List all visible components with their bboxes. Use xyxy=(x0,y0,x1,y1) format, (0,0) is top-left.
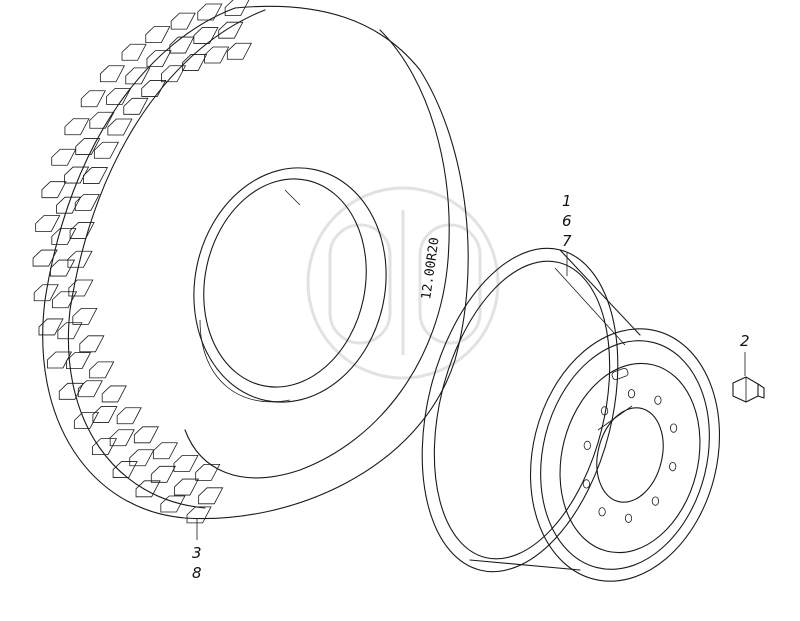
tread-block xyxy=(150,465,176,483)
tread-block xyxy=(133,426,159,444)
tread-block xyxy=(182,54,208,71)
tread-block xyxy=(56,196,82,214)
tread-block xyxy=(35,215,61,232)
tread-block xyxy=(224,0,250,16)
tread-block xyxy=(186,506,212,524)
tread-block xyxy=(195,464,221,481)
tread-block xyxy=(68,279,94,297)
tread-block xyxy=(89,111,115,129)
tread-block xyxy=(123,97,149,115)
tread-block xyxy=(106,88,132,105)
watermark-logo xyxy=(306,186,500,380)
tread-block xyxy=(99,65,126,83)
tread-block xyxy=(141,80,167,97)
tread-block xyxy=(77,380,103,398)
tread-block xyxy=(89,361,115,379)
tread-block xyxy=(50,259,76,277)
tread-block xyxy=(218,21,244,39)
tread-block xyxy=(109,429,135,447)
tread-block xyxy=(169,36,195,54)
bolt-hole xyxy=(583,440,591,450)
tread-block xyxy=(73,411,100,429)
tread-block xyxy=(101,385,127,403)
tread-block xyxy=(125,67,151,85)
bolt-hole xyxy=(627,389,636,399)
bolt-hole xyxy=(598,507,606,517)
tread-block xyxy=(74,194,100,211)
tread-pattern xyxy=(32,0,252,524)
tread-block xyxy=(82,167,109,184)
tread-block xyxy=(173,478,200,496)
valve-cap xyxy=(732,376,765,403)
tread-block xyxy=(67,250,93,268)
tread-block xyxy=(173,454,199,472)
bolt-hole xyxy=(582,479,591,489)
callout-group-valve-cap: 2 xyxy=(740,332,750,376)
bolt-hole xyxy=(669,423,678,433)
tread-block xyxy=(92,406,118,423)
callout-3: 3 xyxy=(192,544,202,562)
bolt-hole xyxy=(651,496,660,506)
tread-block xyxy=(41,181,67,199)
tread-block xyxy=(170,12,196,30)
bolt-holes xyxy=(582,389,678,523)
callout-2: 2 xyxy=(740,332,750,350)
tread-block xyxy=(197,3,223,21)
tread-block xyxy=(121,43,147,61)
tread-block xyxy=(129,449,155,467)
tread-block xyxy=(52,291,78,309)
bolt-hole xyxy=(654,395,662,405)
tread-block xyxy=(80,90,106,108)
callout-7: 7 xyxy=(562,232,572,250)
tread-block xyxy=(198,487,224,505)
tread-block xyxy=(32,249,58,267)
tread-block xyxy=(93,141,119,159)
tread-block xyxy=(193,27,219,44)
callout-6: 6 xyxy=(562,212,572,230)
tread-block xyxy=(69,222,95,239)
tread-block xyxy=(152,442,179,460)
tread-block xyxy=(33,284,59,302)
callout-1: 1 xyxy=(562,192,572,210)
tread-block xyxy=(204,46,230,64)
tread-block xyxy=(146,50,172,67)
tread-block xyxy=(91,438,118,456)
wheel-rim xyxy=(421,247,721,582)
tread-block xyxy=(75,138,101,155)
tread-block xyxy=(72,307,98,325)
bolt-hole xyxy=(669,461,677,472)
tread-block xyxy=(226,42,252,60)
tread-block xyxy=(51,148,77,166)
tread-block xyxy=(58,382,84,400)
tread-block xyxy=(46,351,73,369)
tread-block xyxy=(107,118,133,136)
tread-block xyxy=(116,407,142,425)
callout-group-wheel: 1 6 7 xyxy=(562,192,572,276)
tread-block xyxy=(135,480,161,498)
tread-block xyxy=(64,118,90,136)
bolt-hole xyxy=(600,406,609,416)
tread-block xyxy=(51,227,77,245)
tread-block xyxy=(112,461,138,478)
tread-block xyxy=(57,322,83,340)
tread-block xyxy=(38,318,64,336)
tread-block xyxy=(66,352,92,370)
tread-block xyxy=(145,26,171,43)
callout-8: 8 xyxy=(192,564,202,582)
tread-block xyxy=(64,166,90,184)
bolt-hole xyxy=(624,513,633,523)
tread-block xyxy=(160,495,186,513)
callout-group-tire: 3 8 xyxy=(192,518,202,582)
tread-block xyxy=(79,335,105,353)
